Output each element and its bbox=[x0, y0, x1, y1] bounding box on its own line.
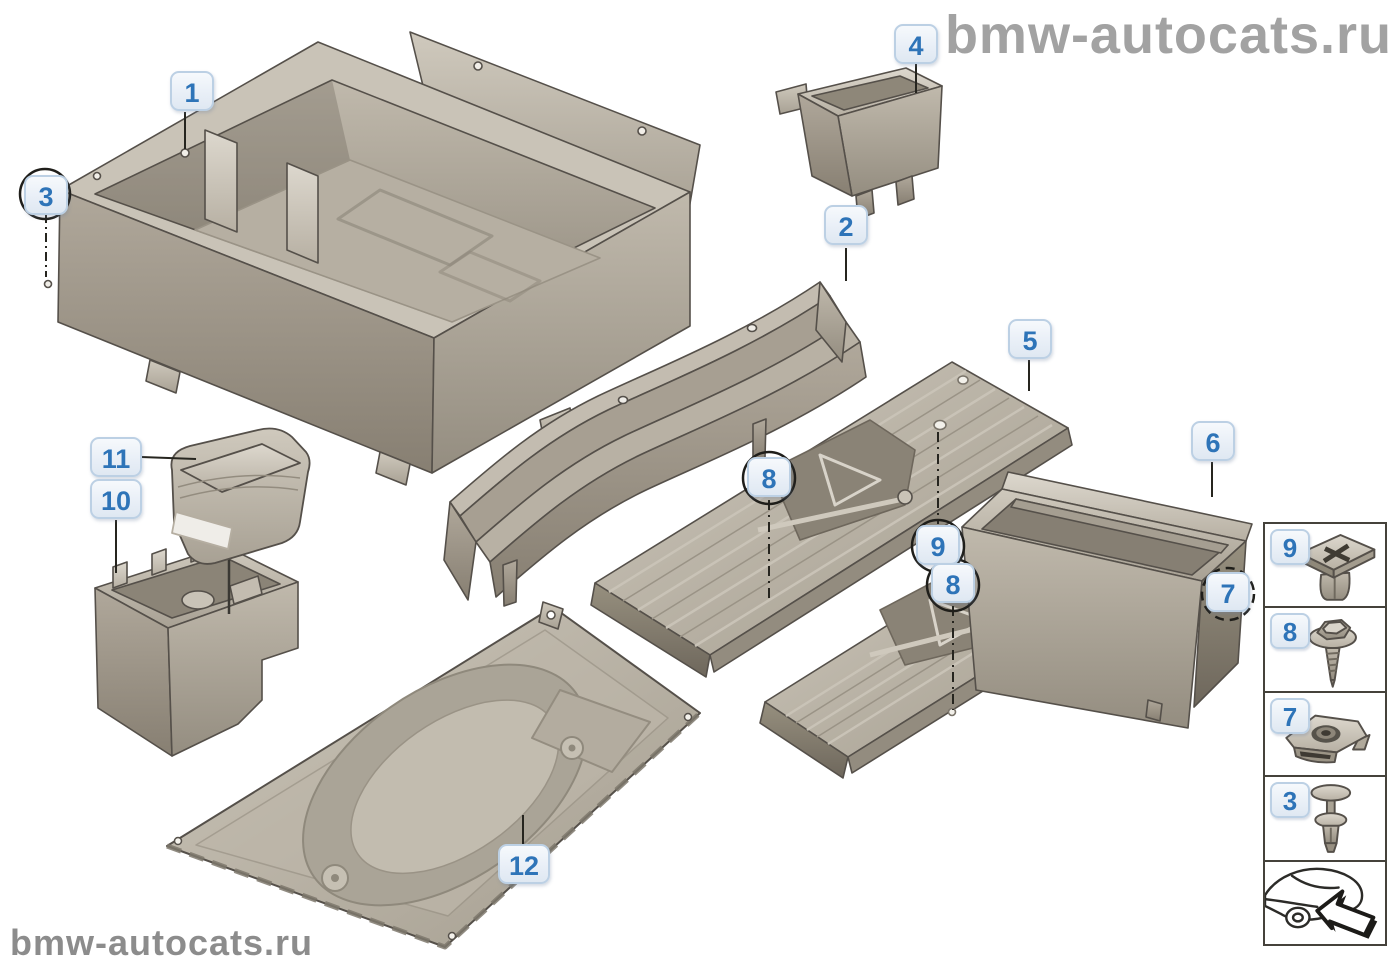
callout-8a[interactable]: 8 bbox=[747, 457, 791, 497]
callout-10[interactable]: 10 bbox=[90, 479, 142, 519]
callout-6[interactable]: 6 bbox=[1191, 421, 1235, 461]
watermark-bottom-left: bmw-autocats.ru bbox=[10, 922, 314, 963]
watermark-top-right: bmw-autocats.ru bbox=[944, 5, 1392, 65]
car-direction-icon bbox=[1265, 862, 1385, 944]
callout-12[interactable]: 12 bbox=[498, 844, 550, 884]
callout-2[interactable]: 2 bbox=[824, 205, 868, 245]
callout-1[interactable]: 1 bbox=[170, 71, 214, 111]
leader-11 bbox=[140, 456, 197, 460]
legend-label-9[interactable]: 9 bbox=[1270, 529, 1310, 565]
callout-7[interactable]: 7 bbox=[1206, 572, 1250, 612]
callout-4[interactable]: 4 bbox=[894, 24, 938, 64]
expanding-nut-icon bbox=[1265, 524, 1385, 606]
legend-item-3: 3 bbox=[1265, 777, 1385, 862]
part-11-box-cover bbox=[170, 427, 311, 565]
circle-8a bbox=[741, 450, 797, 506]
circle-7 bbox=[1200, 566, 1256, 622]
legend-item-9: 9 bbox=[1265, 524, 1385, 609]
legend-label-7[interactable]: 7 bbox=[1270, 697, 1310, 734]
part-10-tool-box bbox=[94, 528, 299, 757]
direction-arrow bbox=[1315, 889, 1378, 939]
callout-5[interactable]: 5 bbox=[1008, 319, 1052, 359]
part-6-storage-trough bbox=[961, 471, 1253, 729]
part-4-storage-bin bbox=[775, 67, 943, 220]
part-2-side-trim-tray bbox=[443, 281, 867, 607]
push-rivet-icon bbox=[1265, 777, 1385, 859]
callout-8b[interactable]: 8 bbox=[931, 563, 975, 603]
callout-11[interactable]: 11 bbox=[90, 437, 142, 477]
part-1-floor-trim-tray bbox=[43, 31, 701, 486]
legend-label-8[interactable]: 8 bbox=[1270, 613, 1310, 650]
callout-9[interactable]: 9 bbox=[916, 525, 960, 565]
fastener-legend: 9 8 bbox=[1263, 522, 1387, 946]
circle-3 bbox=[18, 167, 72, 221]
legend-item-7: 7 bbox=[1265, 693, 1385, 778]
callout-3[interactable]: 3 bbox=[24, 175, 68, 215]
hex-head-screw-icon bbox=[1265, 608, 1385, 690]
leader-lines bbox=[45, 64, 1213, 845]
legend-label-3[interactable]: 3 bbox=[1270, 782, 1310, 819]
callout-circles bbox=[18, 167, 1256, 622]
legend-item-8: 8 bbox=[1265, 608, 1385, 693]
legend-item-car bbox=[1265, 862, 1385, 944]
part-5-ribbed-floor-panel bbox=[590, 361, 1073, 678]
